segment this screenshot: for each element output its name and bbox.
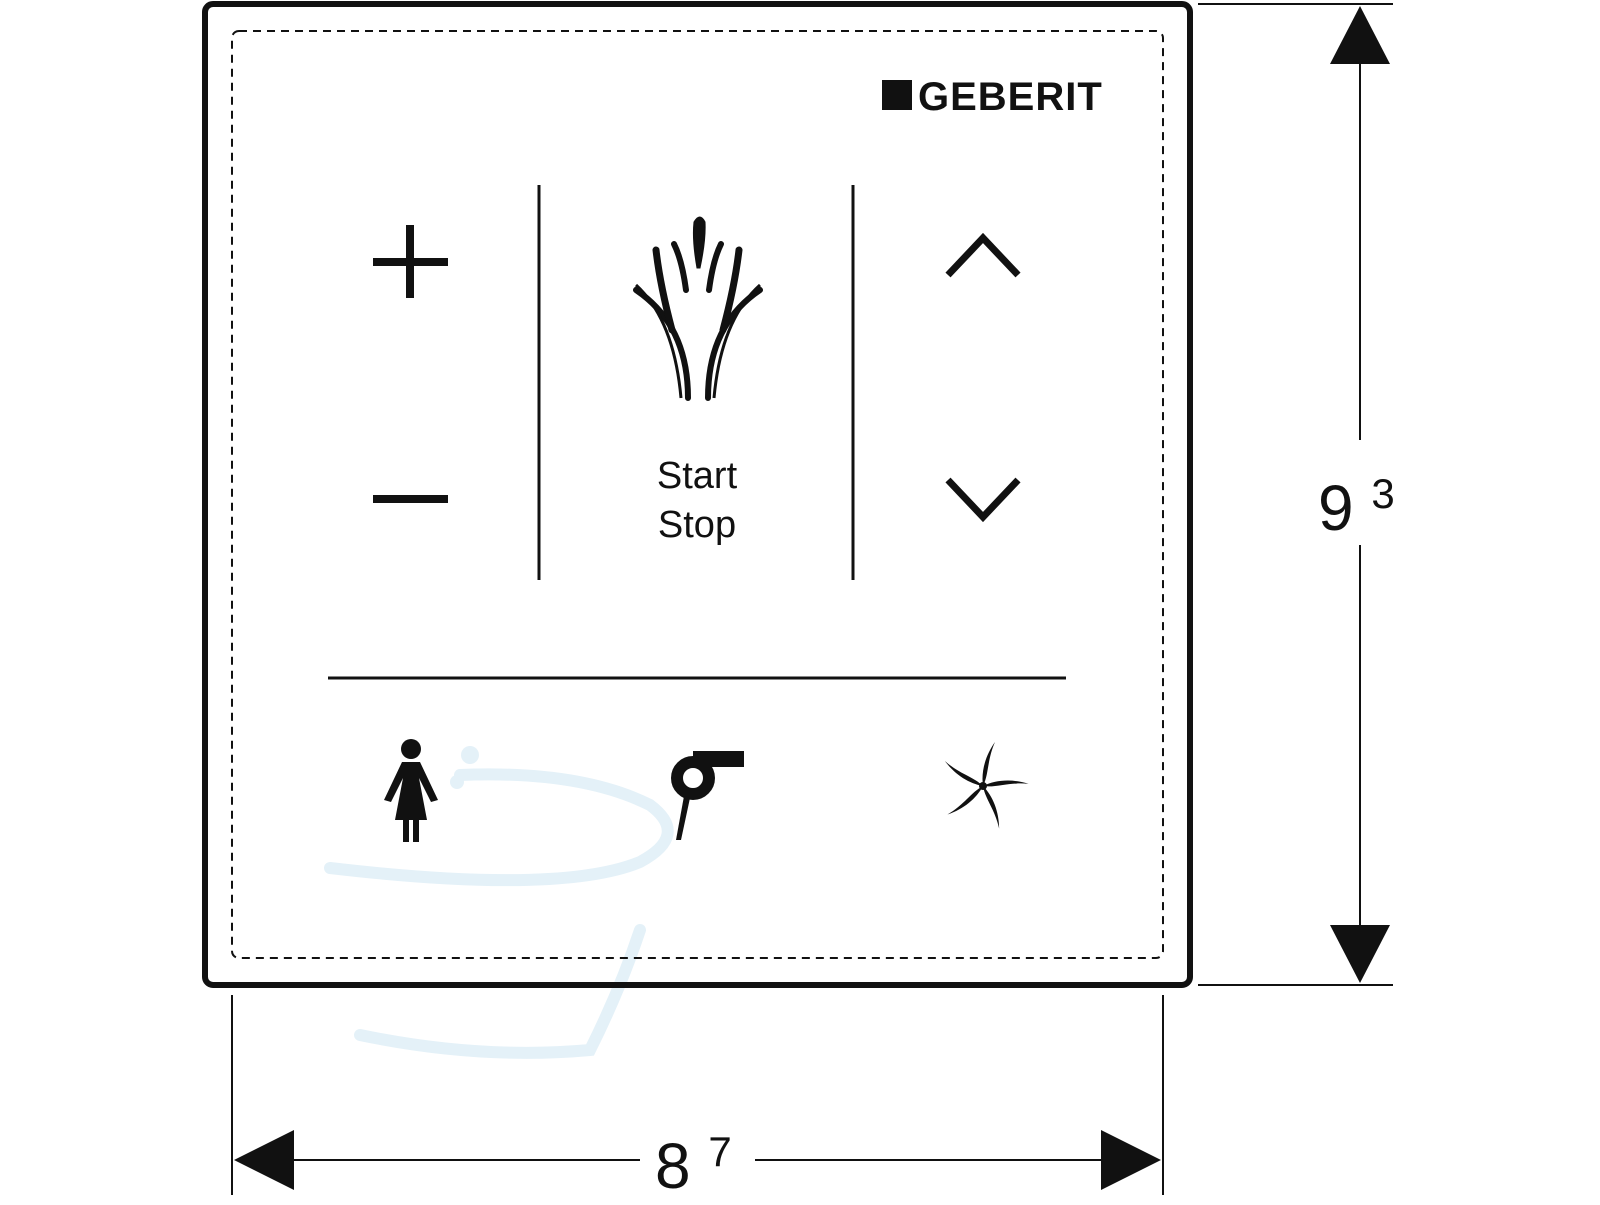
arrow-left-icon	[234, 1130, 294, 1190]
dryer-icon	[671, 751, 744, 840]
stop-label: Stop	[658, 504, 736, 546]
width-value-sup: 7	[708, 1128, 731, 1175]
height-dimension: 9 3	[1198, 3, 1395, 986]
height-value-sup: 3	[1371, 470, 1394, 517]
lady-shower-button[interactable]	[370, 730, 460, 850]
fan-icon	[944, 742, 1029, 829]
up-button[interactable]	[935, 220, 1025, 290]
plus-button[interactable]	[360, 210, 460, 310]
logo-text: GEBERIT	[918, 75, 1103, 119]
panel-inner-dashed	[231, 30, 1164, 959]
height-value-base: 9	[1318, 472, 1354, 544]
watermark	[324, 746, 674, 1059]
logo-square	[882, 80, 912, 110]
down-button[interactable]	[935, 465, 1025, 535]
arrow-up-icon	[1330, 6, 1390, 64]
arrow-down-icon	[1330, 925, 1390, 983]
minus-button[interactable]	[360, 460, 460, 540]
lady-shower-icon	[384, 739, 438, 842]
panel-outline	[202, 1, 1193, 988]
brand-logo: GEBERIT	[882, 75, 1103, 119]
dryer-button[interactable]	[650, 740, 760, 850]
arrow-right-icon	[1101, 1130, 1161, 1190]
width-dimension: 8 7	[231, 995, 1164, 1202]
start-stop-button[interactable]: Start Stop	[590, 200, 810, 560]
plus-icon	[373, 225, 448, 298]
chevron-down-icon	[945, 477, 1021, 523]
shower-spray-icon	[633, 216, 763, 401]
width-value-base: 8	[655, 1130, 691, 1200]
height-value: 9 3	[1318, 470, 1395, 544]
start-label: Start	[657, 455, 738, 497]
chevron-up-icon	[945, 232, 1021, 278]
odour-extraction-button[interactable]	[925, 735, 1035, 835]
width-value: 8 7	[655, 1128, 732, 1200]
